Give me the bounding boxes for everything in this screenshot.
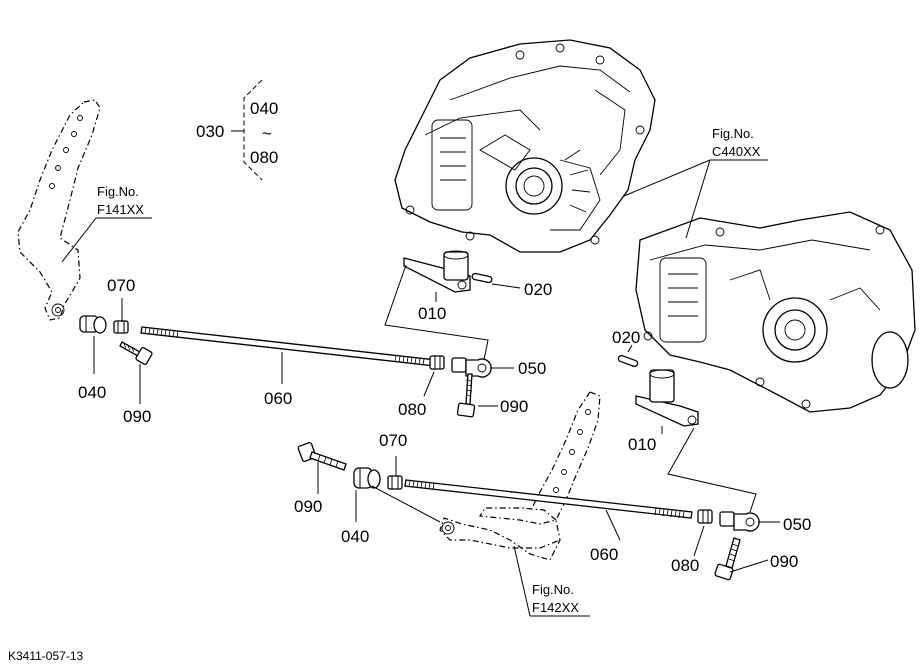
transmission-housing-right: [635, 211, 916, 413]
label-020-upper: 020: [524, 280, 552, 299]
label-080-lower: 080: [671, 556, 699, 575]
part-labels: 070 040 090 060 080 050 090 010 020 020 …: [78, 276, 811, 575]
label-010-upper: 010: [418, 304, 446, 323]
label-070-lower: 070: [379, 431, 407, 450]
label-090-upper-right: 090: [500, 397, 528, 416]
pin-020-lower: [617, 354, 639, 368]
rod-end-050-lower: [719, 511, 760, 532]
label-030: 030: [196, 122, 224, 141]
pin-020-upper: [471, 272, 493, 284]
figref-c440: Fig.No. C440XX: [623, 126, 768, 239]
nut-070-upper: [113, 320, 129, 334]
arm-010-lower: [635, 369, 699, 427]
label-020-lower: 020: [612, 328, 640, 347]
leader-lines: [93, 292, 780, 573]
label-010-lower: 010: [628, 435, 656, 454]
left-pedal-phantom: [17, 99, 101, 321]
range-tilde: ~: [262, 124, 272, 143]
label-060-lower: 060: [590, 545, 618, 564]
joint-040-lower: [353, 467, 381, 489]
bolt-090-upper-left: [119, 341, 153, 365]
label-090-upper-left: 090: [123, 407, 151, 426]
label-040-lower: 040: [341, 527, 369, 546]
bolt-090-upper-right: [456, 373, 476, 418]
figref-f142: Fig.No. F142XX: [513, 545, 590, 617]
label-090-lower-left: 090: [294, 497, 322, 516]
transmission-housing-upper: [394, 39, 656, 253]
arm-010-upper: [403, 250, 471, 293]
label-080-range-end: 080: [250, 148, 278, 167]
label-070-upper: 070: [107, 276, 135, 295]
nut-080-upper: [429, 355, 445, 370]
rod-end-050-upper: [451, 357, 492, 378]
figref-f142-code: F142XX: [532, 600, 579, 615]
label-060-upper: 060: [264, 389, 292, 408]
figref-c440-title: Fig.No.: [712, 126, 754, 141]
nut-080-lower: [697, 509, 713, 524]
figref-f141-title: Fig.No.: [97, 184, 139, 199]
lower-rod-assembly: [297, 442, 760, 581]
label-080-upper: 080: [398, 400, 426, 419]
figref-c440-code: C440XX: [712, 144, 761, 159]
joint-040-upper: [79, 315, 107, 334]
label-050-upper: 050: [518, 359, 546, 378]
label-090-lower-right: 090: [770, 552, 798, 571]
lower-pedal-phantom: [439, 391, 601, 561]
rod-060-lower: [404, 479, 693, 519]
label-040-range-start: 040: [250, 99, 278, 118]
bolt-090-lower-left: [297, 442, 347, 471]
bolt-090-lower-right: [714, 537, 741, 581]
label-050-lower: 050: [783, 515, 811, 534]
upper-rod-assembly: [79, 315, 492, 418]
rod-060-upper: [140, 326, 437, 367]
drawing-code: K3411-057-13: [8, 649, 83, 663]
label-040-upper: 040: [78, 383, 106, 402]
nut-070-lower: [387, 475, 403, 490]
group-bracket-030: 030 040 ~ 080: [196, 79, 278, 181]
figref-f141: Fig.No. F141XX: [61, 184, 152, 263]
figref-f141-code: F141XX: [97, 202, 144, 217]
figref-f142-title: Fig.No.: [532, 582, 574, 597]
